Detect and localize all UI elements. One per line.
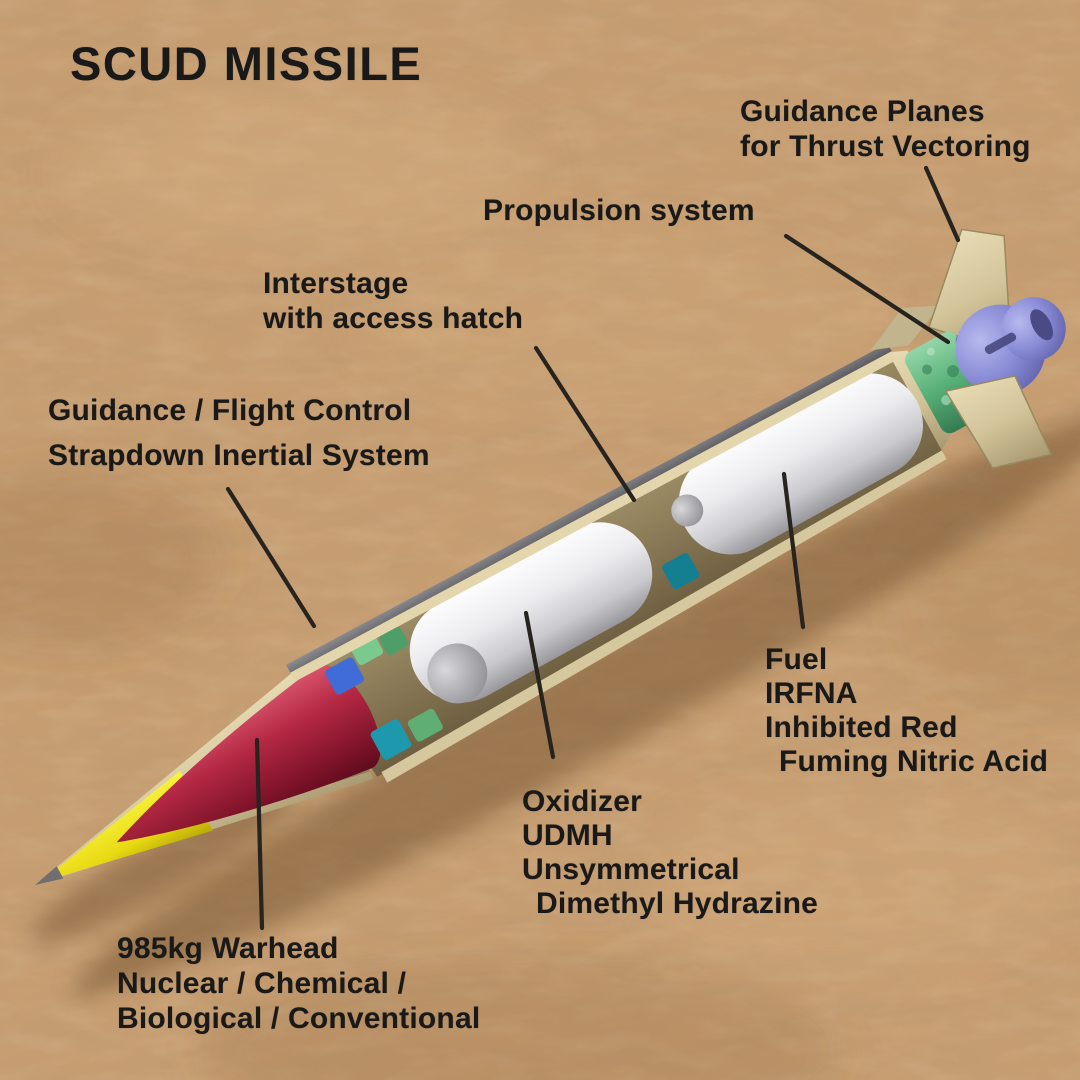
label-line: Fuel xyxy=(765,643,828,676)
leader-oxidizer xyxy=(523,610,556,760)
label-line: Guidance Planes xyxy=(740,95,985,128)
fuel-tank-dome xyxy=(671,494,704,527)
warhead-cone xyxy=(116,664,381,843)
label-line: Dimethyl Hydrazine xyxy=(536,887,819,920)
nose-ground-shadow xyxy=(29,790,294,943)
label-line: Unsymmetrical xyxy=(522,853,740,886)
interstage-box-teal xyxy=(662,553,700,590)
diagram-title: SCUD MISSILE xyxy=(70,37,423,90)
guidance-box-blue xyxy=(325,657,364,695)
label-line: Oxidizer xyxy=(522,785,642,818)
guidance-box-green xyxy=(379,626,409,655)
label-line: Nuclear / Chemical / xyxy=(117,967,407,1000)
shell-bottom-rim xyxy=(381,450,947,783)
label-line: Propulsion system xyxy=(483,194,755,227)
label-line: UDMH xyxy=(522,819,613,852)
leader-lines xyxy=(225,165,961,931)
label-line: Guidance / Flight Control xyxy=(48,394,412,427)
label-guidance-planes: Guidance Planes for Thrust Vectoring xyxy=(740,94,1031,164)
label-line: Interstage xyxy=(263,267,409,300)
label-line: with access hatch xyxy=(263,302,524,335)
shell-top-rail-gray xyxy=(285,343,892,673)
label-line: for Thrust Vectoring xyxy=(740,130,1031,163)
label-propulsion-system: Propulsion system xyxy=(483,193,755,228)
label-guidance-flight-control: Guidance / Flight Control Strapdown Iner… xyxy=(48,393,430,473)
leader-warhead xyxy=(254,737,265,931)
leader-propulsion xyxy=(783,233,951,345)
label-line: Strapdown Inertial System xyxy=(48,439,430,472)
label-line: Fuming Nitric Acid xyxy=(779,745,1049,778)
leader-interstage xyxy=(533,345,637,503)
guidance-box-green2 xyxy=(407,708,443,742)
leader-guidance-flight xyxy=(225,486,317,629)
missile-ground-shadow xyxy=(70,411,1080,997)
label-fuel: Fuel IRFNA Inhibited Red Fuming Nitric A… xyxy=(765,643,1048,779)
label-line: IRFNA xyxy=(765,677,858,710)
fuel-tank xyxy=(678,373,923,555)
nozzle-slot xyxy=(984,332,1017,355)
label-line: Inhibited Red xyxy=(765,711,958,744)
leader-fuel xyxy=(781,471,806,630)
oxidizer-tank-dome xyxy=(427,643,488,704)
nose-tip xyxy=(35,866,64,885)
label-warhead: 985kg Warhead Nuclear / Chemical / Biolo… xyxy=(117,931,480,1036)
guidance-box-teal xyxy=(370,719,412,760)
leader-guidance-planes xyxy=(923,165,961,243)
fin-lower xyxy=(944,375,1053,469)
tail-shell xyxy=(887,350,952,451)
label-interstage: Interstage with access hatch xyxy=(263,266,523,336)
missile xyxy=(29,228,1080,997)
label-line: Biological / Conventional xyxy=(117,1002,481,1035)
fin-far-upper xyxy=(870,305,940,351)
shell-top-rim-tan xyxy=(290,351,897,682)
nozzle-exit xyxy=(1030,309,1053,341)
label-line: 985kg Warhead xyxy=(117,932,339,965)
label-oxidizer: Oxidizer UDMH Unsymmetrical Dimethyl Hyd… xyxy=(522,785,818,921)
